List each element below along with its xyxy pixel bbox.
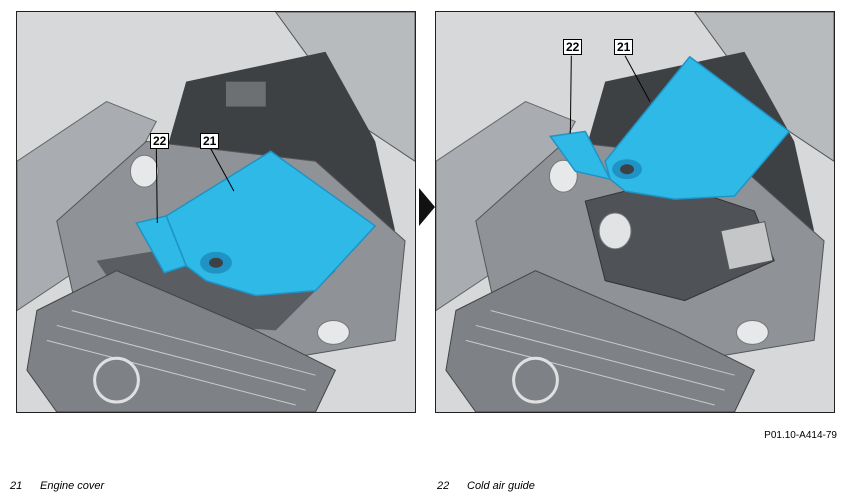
- callout-22: 22: [563, 39, 583, 55]
- callout-21: 21: [614, 39, 634, 55]
- left-illustration-panel: 22 21: [16, 11, 416, 413]
- engine-bay-with-cover-illustration: [17, 12, 415, 412]
- legend-label: Engine cover: [40, 480, 105, 492]
- legend-number: 21: [10, 480, 23, 492]
- legend-number: 22: [437, 480, 450, 492]
- legend-item: 22 Cold air guide: [437, 480, 535, 492]
- right-illustration-panel: 22 21: [435, 11, 835, 413]
- right-arrow-icon: [419, 188, 435, 226]
- legend-item: 21 Engine cover: [10, 480, 104, 492]
- legend-label: Cold air guide: [467, 480, 535, 492]
- engine-bay-cover-lifted-illustration: [436, 12, 834, 412]
- figure-reference-code: P01.10-A414-79: [764, 430, 837, 441]
- callout-21: 21: [200, 133, 220, 149]
- callout-22: 22: [150, 133, 170, 149]
